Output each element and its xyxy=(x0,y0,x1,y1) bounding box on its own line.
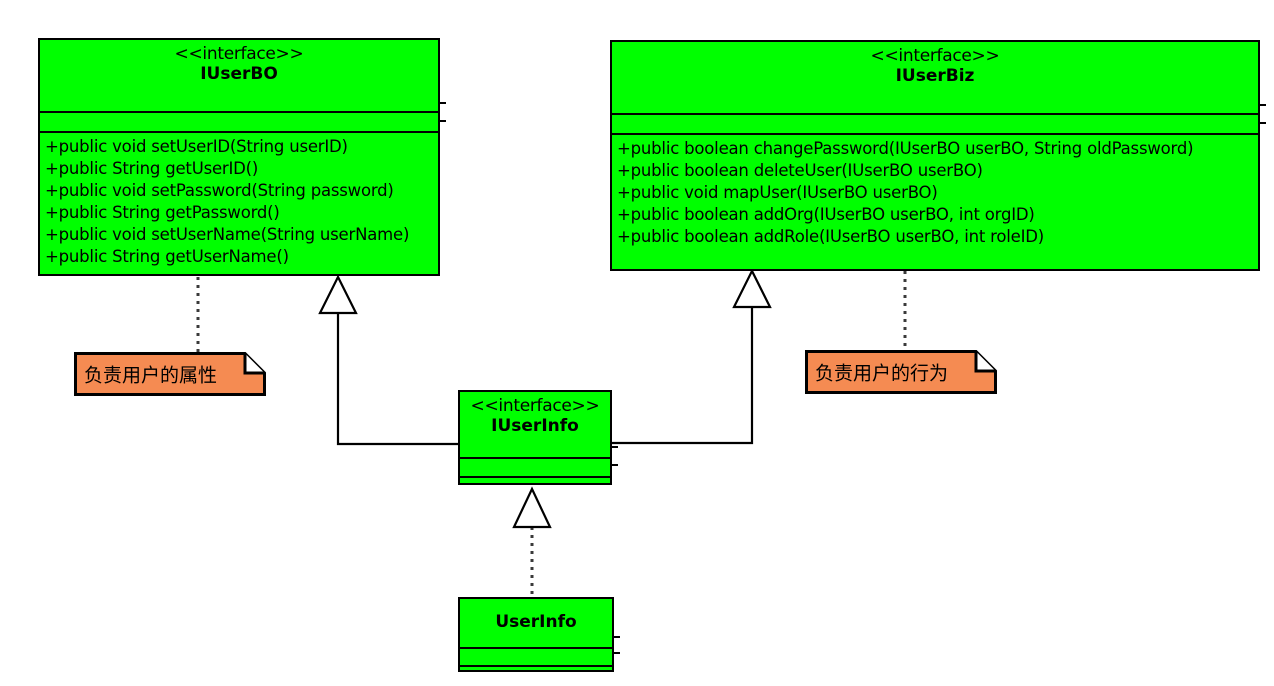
class-box-iuserbo[interactable]: <<interface>> IUserBO +public void setUs… xyxy=(38,38,440,276)
operation-item: +public String getUserID() xyxy=(45,158,259,178)
note-box-left[interactable]: 负责用户的属性 xyxy=(74,352,266,396)
iuserinfo-attributes-compartment xyxy=(460,457,610,476)
operation-item: +public String getPassword() xyxy=(45,202,280,222)
iuserbo-header: <<interface>> IUserBO xyxy=(40,40,438,111)
iuserinfo-operations-compartment xyxy=(460,476,610,483)
operation-item: +public void setUserID(String userID) xyxy=(45,137,348,156)
note-left-text: 负责用户的属性 xyxy=(84,364,218,387)
userinfo-header: UserInfo xyxy=(460,599,612,647)
iuserbo-separator-tick xyxy=(440,120,446,122)
iuserbiz-stereotype: <<interface>> xyxy=(870,46,1000,66)
note-right-text: 负责用户的行为 xyxy=(815,362,949,385)
realization-userinfo-to-iuserinfo xyxy=(512,486,552,597)
note-left-shape xyxy=(74,352,266,396)
operation-item: +public boolean addOrg(IUserBO userBO, i… xyxy=(617,204,1035,224)
generalization-iuserinfo-to-iuserbo xyxy=(318,274,460,446)
iuserbiz-header: <<interface>> IUserBiz xyxy=(612,42,1258,113)
operation-item: +public void setUserName(String userName… xyxy=(45,224,410,244)
iuserinfo-header: <<interface>> IUserInfo xyxy=(460,392,610,457)
iuserbiz-separator-tick xyxy=(1260,104,1266,106)
iuserinfo-stereotype: <<interface>> xyxy=(470,396,600,416)
iuserbo-attributes-compartment xyxy=(40,111,438,131)
iuserinfo-class-name: IUserInfo xyxy=(491,416,579,437)
iuserbo-class-name: IUserBO xyxy=(200,64,278,85)
userinfo-attributes-compartment xyxy=(460,647,612,665)
iuserbiz-class-name: IUserBiz xyxy=(895,66,975,87)
class-box-iuserinfo[interactable]: <<interface>> IUserInfo xyxy=(458,390,612,485)
userinfo-separator-tick xyxy=(614,652,620,654)
operation-item: +public boolean addRole(IUserBO userBO, … xyxy=(617,226,1045,246)
operation-item: +public boolean changePassword(IUserBO u… xyxy=(617,139,1194,158)
iuserbiz-attributes-compartment xyxy=(612,113,1258,133)
operation-item: +public boolean deleteUser(IUserBO userB… xyxy=(617,160,983,180)
iuserbiz-operations-compartment: +public boolean changePassword(IUserBO u… xyxy=(612,133,1258,253)
iuserinfo-separator-tick xyxy=(612,464,618,466)
iuserbo-operations-compartment: +public void setUserID(String userID) +p… xyxy=(40,131,438,273)
class-box-userinfo[interactable]: UserInfo xyxy=(458,597,614,672)
iuserinfo-separator-tick xyxy=(612,446,618,448)
iuserbo-stereotype: <<interface>> xyxy=(174,44,304,64)
iuserbiz-separator-tick xyxy=(1260,122,1266,124)
iuserbo-separator-tick xyxy=(440,102,446,104)
userinfo-separator-tick xyxy=(614,636,620,638)
operation-item: +public void mapUser(IUserBO userBO) xyxy=(617,182,938,202)
class-box-iuserbiz[interactable]: <<interface>> IUserBiz +public boolean c… xyxy=(610,40,1260,271)
operation-item: +public void setPassword(String password… xyxy=(45,180,394,200)
note-right-shape xyxy=(805,350,997,394)
userinfo-class-name: UserInfo xyxy=(495,612,577,633)
operation-item: +public String getUserName() xyxy=(45,246,289,266)
note-box-right[interactable]: 负责用户的行为 xyxy=(805,350,997,394)
generalization-iuserinfo-to-iuserbiz xyxy=(610,268,772,445)
userinfo-operations-compartment xyxy=(460,665,612,670)
